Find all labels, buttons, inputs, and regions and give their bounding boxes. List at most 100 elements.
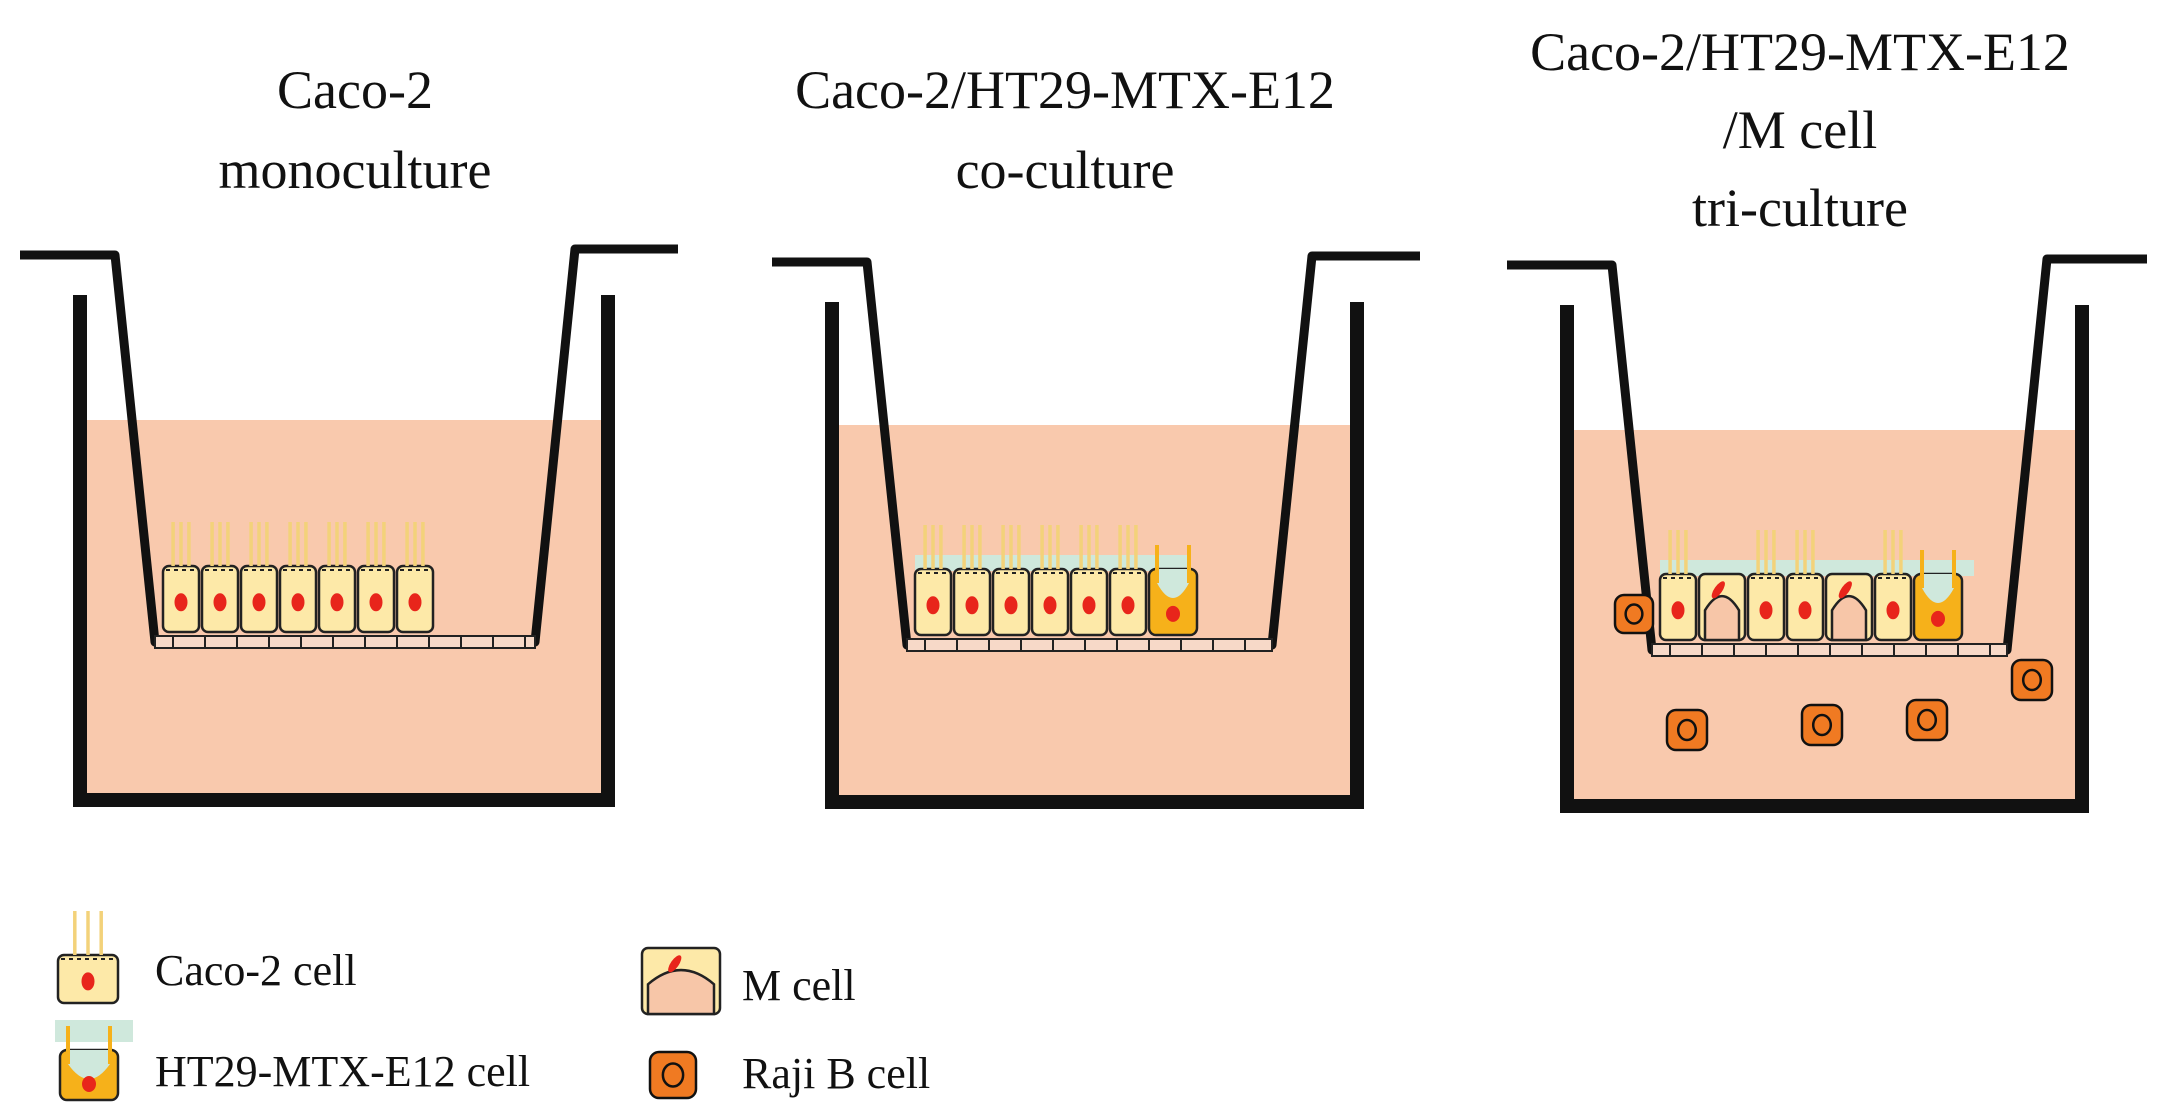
m-cell bbox=[1697, 572, 1747, 642]
panel-titles: Caco-2 monoculture Caco-2/HT29-MTX-E12 co-c… bbox=[219, 22, 2070, 238]
nucleus bbox=[1121, 596, 1135, 615]
raji-b-cell bbox=[2010, 658, 2054, 702]
nucleus bbox=[1759, 601, 1773, 620]
cell-body bbox=[1800, 703, 1844, 747]
nucleus bbox=[330, 593, 344, 612]
porous-membrane bbox=[906, 638, 1273, 652]
legend-mucus bbox=[55, 1020, 133, 1042]
legend-item-caco2: Caco-2 cell bbox=[56, 911, 357, 1005]
caco2-cell bbox=[913, 525, 953, 637]
nucleus bbox=[1798, 601, 1812, 620]
caco2-cell bbox=[1069, 525, 1109, 637]
caco2-cell bbox=[991, 525, 1031, 637]
raji-b-cell bbox=[1613, 593, 1655, 635]
panel-title-line: monoculture bbox=[219, 140, 492, 200]
cell-body bbox=[1665, 708, 1709, 752]
raji-b-cell bbox=[1800, 703, 1844, 747]
pocket bbox=[1830, 594, 1868, 642]
caco2-cell bbox=[278, 522, 318, 634]
caco2-cell bbox=[1746, 530, 1786, 642]
nucleus bbox=[1886, 601, 1900, 620]
caco2-cell bbox=[395, 522, 435, 634]
caco2-cell bbox=[356, 522, 396, 634]
transwell-co bbox=[772, 251, 1420, 809]
nucleus bbox=[408, 593, 422, 612]
transwell-panels bbox=[20, 244, 2147, 813]
nucleus bbox=[81, 972, 95, 991]
m-cell bbox=[1824, 572, 1874, 642]
pocket bbox=[1703, 594, 1741, 642]
caco2-cell bbox=[1785, 530, 1825, 642]
legend-item-ht29: HT29-MTX-E12 cell bbox=[55, 1020, 530, 1102]
raji-b-cell bbox=[648, 1050, 698, 1100]
caco2-cell bbox=[952, 525, 992, 637]
panel-title-line: co-culture bbox=[956, 140, 1175, 200]
nucleus bbox=[661, 1062, 685, 1088]
legend-label: HT29-MTX-E12 cell bbox=[155, 1047, 530, 1096]
nucleus bbox=[926, 596, 940, 615]
panel-title-line: Caco-2 bbox=[277, 60, 433, 120]
nucleus bbox=[965, 596, 979, 615]
panel-title-line: Caco-2/HT29-MTX-E12 bbox=[1530, 22, 2070, 82]
nucleus bbox=[369, 593, 383, 612]
nucleus bbox=[1811, 713, 1833, 737]
m-cell bbox=[640, 946, 722, 1016]
nucleus bbox=[1676, 718, 1698, 742]
ht29-cell bbox=[1147, 545, 1199, 637]
nucleus bbox=[1004, 596, 1018, 615]
caco2-cell bbox=[239, 522, 279, 634]
outer-well bbox=[1560, 305, 2089, 813]
legend-item-raji: Raji B cell bbox=[648, 1049, 930, 1100]
ht29-cell bbox=[58, 1026, 120, 1102]
nucleus bbox=[213, 593, 227, 612]
raji-b-cell bbox=[1905, 698, 1949, 742]
caco2-cell bbox=[200, 522, 240, 634]
mucus-layer bbox=[915, 555, 1191, 571]
caco2-cell bbox=[1108, 525, 1148, 637]
caco2-cell bbox=[1873, 530, 1913, 642]
nucleus bbox=[1166, 605, 1180, 622]
nucleus bbox=[174, 593, 188, 612]
nucleus bbox=[1838, 581, 1852, 599]
nucleus bbox=[1082, 596, 1096, 615]
nucleus bbox=[1671, 601, 1685, 620]
caco2-cell bbox=[1658, 530, 1698, 642]
nucleus bbox=[82, 1076, 96, 1092]
mucus-layer bbox=[1660, 560, 1974, 576]
panel-title-line: tri-culture bbox=[1692, 178, 1908, 238]
nucleus bbox=[1624, 603, 1644, 625]
outer-well bbox=[73, 295, 615, 807]
mucus-granule bbox=[1922, 574, 1954, 603]
mucus-granule bbox=[1157, 569, 1189, 598]
cell-body bbox=[1905, 698, 1949, 742]
legend-label: M cell bbox=[742, 961, 856, 1010]
transwell-tri bbox=[1507, 254, 2147, 813]
outer-well bbox=[825, 302, 1364, 809]
cell-body bbox=[2010, 658, 2054, 702]
panel-title-line: /M cell bbox=[1723, 100, 1877, 160]
mucus-granule bbox=[68, 1050, 110, 1079]
nucleus bbox=[291, 593, 305, 612]
cell-body bbox=[1613, 593, 1655, 635]
porous-membrane bbox=[154, 635, 536, 649]
transwell-mono bbox=[20, 244, 678, 807]
cell-body bbox=[648, 1050, 698, 1100]
nucleus bbox=[1043, 596, 1057, 615]
nucleus bbox=[252, 593, 266, 612]
caco2-cell bbox=[317, 522, 357, 634]
legend-item-mcell: M cell bbox=[640, 946, 856, 1016]
caco2-cell bbox=[56, 911, 120, 1005]
nucleus bbox=[1931, 610, 1945, 627]
nucleus bbox=[1711, 581, 1725, 599]
raji-b-cell bbox=[1665, 708, 1709, 752]
caco2-cell bbox=[1030, 525, 1070, 637]
legend-label: Caco-2 cell bbox=[155, 946, 357, 995]
panel-title-line: Caco-2/HT29-MTX-E12 bbox=[795, 60, 1335, 120]
pocket bbox=[646, 969, 716, 1016]
nucleus bbox=[2021, 668, 2043, 692]
nucleus bbox=[1916, 708, 1938, 732]
caco2-cell bbox=[161, 522, 201, 634]
legend-label: Raji B cell bbox=[742, 1049, 930, 1098]
